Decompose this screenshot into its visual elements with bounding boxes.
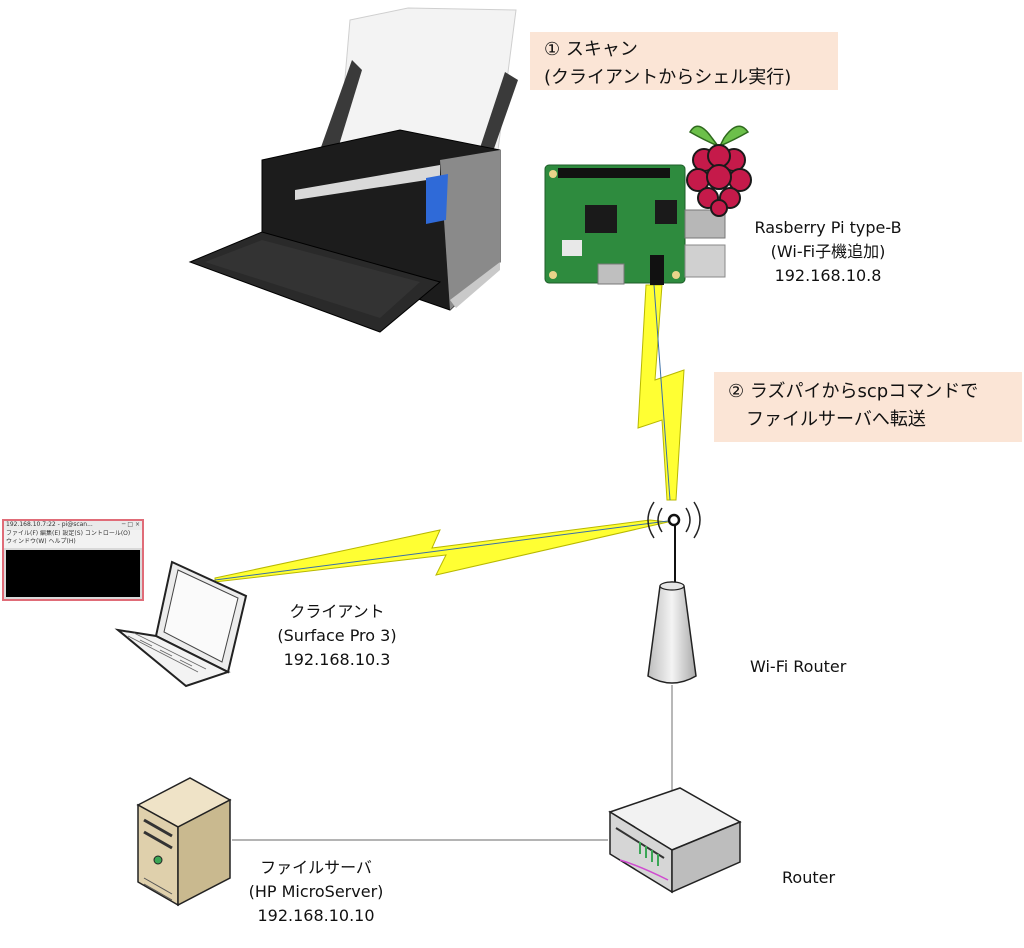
router-label: Router <box>782 868 836 887</box>
client-name: クライアント <box>289 602 385 621</box>
client-model: (Surface Pro 3) <box>277 626 397 645</box>
raspberry-logo-icon <box>686 125 752 217</box>
laptop-icon <box>114 560 248 688</box>
client-ip: 192.168.10.3 <box>283 650 391 669</box>
terminal-title-bar: 192.168.10.7:22 - pi@scan... ─ □ × <box>4 521 142 530</box>
wireless-bolt-rpi <box>637 284 685 501</box>
file-server-model: (HP MicroServer) <box>248 882 384 901</box>
terminal-menu-row1: ファイル(F) 編集(E) 設定(S) コントロール(O) <box>6 530 131 537</box>
client-label: クライアント (Surface Pro 3) 192.168.10.3 <box>242 600 432 672</box>
raspberry-pi-note: (Wi-Fi子機追加) <box>770 242 886 261</box>
antenna-signal-icon <box>647 501 701 539</box>
transfer-callout-line1: ② ラズパイからscpコマンドで <box>728 381 979 402</box>
file-server-icon <box>136 777 232 907</box>
file-server-label: ファイルサーバ (HP MicroServer) 192.168.10.10 <box>226 856 406 928</box>
wifi-router-label: Wi-Fi Router <box>750 657 847 676</box>
terminal-window-thumbnail: 192.168.10.7:22 - pi@scan... ─ □ × ファイル(… <box>2 519 144 601</box>
raspberry-pi-ip: 192.168.10.8 <box>774 266 882 285</box>
scanner-icon <box>188 7 518 333</box>
transfer-callout-line2: ファイルサーバへ転送 <box>746 409 926 430</box>
scan-callout-line1: ① スキャン <box>544 39 638 60</box>
router-icon <box>608 787 742 894</box>
scan-callout-line2: (クライアントからシェル実行) <box>544 67 792 88</box>
terminal-menu-row2: ウィンドウ(W) ヘルプ(H) <box>6 538 76 545</box>
wifi-router-icon <box>647 581 697 684</box>
file-server-ip: 192.168.10.10 <box>257 906 375 925</box>
raspberry-pi-name: Rasberry Pi type-B <box>754 218 902 237</box>
raspberry-pi-board-icon <box>544 164 726 285</box>
scan-callout: ① スキャン (クライアントからシェル実行) <box>530 32 838 90</box>
raspberry-pi-label: Rasberry Pi type-B (Wi-Fi子機追加) 192.168.1… <box>728 216 928 288</box>
terminal-screen <box>6 550 140 597</box>
terminal-title: 192.168.10.7:22 - pi@scan... <box>6 521 93 528</box>
transfer-callout: ② ラズパイからscpコマンドで ファイルサーバへ転送 <box>714 372 1022 442</box>
terminal-window-controls: ─ □ × <box>121 521 140 528</box>
terminal-menu-bar: ファイル(F) 編集(E) 設定(S) コントロール(O) ウィンドウ(W) ヘ… <box>4 530 142 548</box>
file-server-name: ファイルサーバ <box>260 858 372 877</box>
